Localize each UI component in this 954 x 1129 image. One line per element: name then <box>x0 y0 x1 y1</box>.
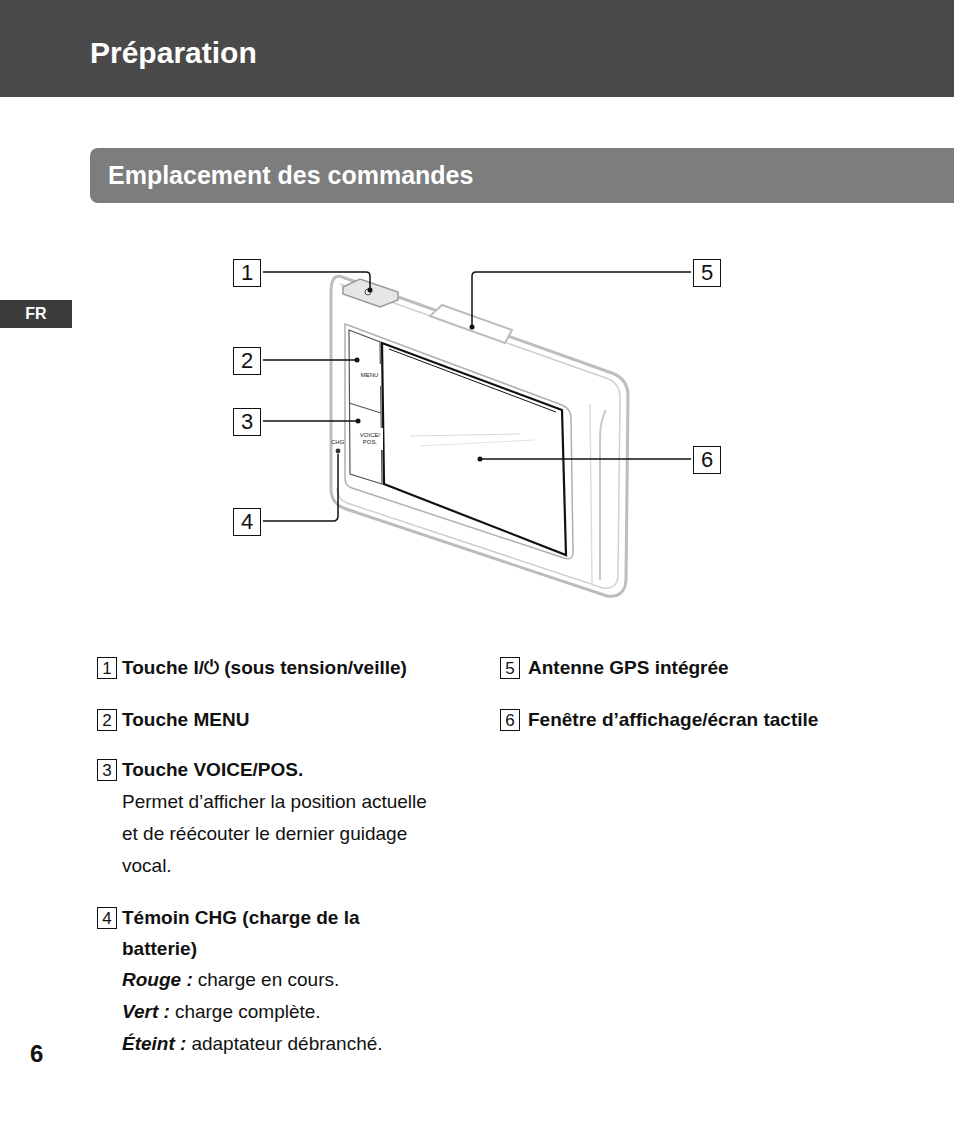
status-text: adaptateur débranché. <box>191 1033 382 1054</box>
node-text: MENU <box>361 372 379 379</box>
status-key: Éteint : <box>122 1033 186 1054</box>
device-edge <box>337 284 620 588</box>
status-row: Vert :charge complète. <box>122 996 321 1028</box>
leader-line <box>481 458 691 460</box>
callout-digit: 4 <box>241 511 253 533</box>
callout-number: 4 <box>233 508 261 536</box>
callout-digit: 2 <box>241 350 253 372</box>
item-number: 5 <box>500 657 520 679</box>
gps-antenna <box>430 305 512 343</box>
bezel <box>345 324 573 559</box>
callout-digit: 5 <box>505 660 514 677</box>
callout-digit: 5 <box>701 262 713 284</box>
callout-number: 2 <box>233 347 261 375</box>
status-text: charge complète. <box>175 1001 321 1022</box>
chg-led <box>336 449 341 454</box>
node-text: Emplacement des commandes <box>108 161 473 190</box>
touch-screen <box>382 343 566 555</box>
node-text: FR <box>25 305 46 323</box>
device-body <box>331 276 628 596</box>
leader-line <box>263 359 356 361</box>
item-heading: Fenêtre d’affichage/écran tactile <box>528 704 928 735</box>
item-number: 3 <box>97 759 117 781</box>
leader-line <box>472 272 691 326</box>
leader-line <box>263 420 357 422</box>
callout-digit: 3 <box>102 762 111 779</box>
section-band: Emplacement des commandes <box>90 148 954 203</box>
language-tab: FR <box>0 300 72 328</box>
page-number: 6 <box>30 1040 60 1068</box>
leader-line <box>263 272 370 289</box>
leader-lines <box>263 272 691 521</box>
callout-digit: 2 <box>102 712 111 729</box>
leader-dot <box>478 457 483 462</box>
item-heading: Touche MENU <box>122 704 452 735</box>
side-groove <box>600 410 606 580</box>
button-strip <box>349 330 382 484</box>
indicator-label: CHG <box>331 439 345 445</box>
item-description: Permet d’afficher la position actuelle e… <box>122 786 447 882</box>
item-heading: Touche I/⏻ (sous tension/veille) <box>122 652 462 683</box>
item-heading: Antenne GPS intégrée <box>528 652 908 683</box>
node-text: Préparation <box>90 36 257 70</box>
screen-reflection <box>420 440 535 446</box>
menu-button-label: MENU <box>359 364 381 386</box>
callout-digit: 1 <box>241 262 253 284</box>
item-heading: Touche VOICE/POS. <box>122 754 452 785</box>
leader-dot <box>356 419 361 424</box>
status-key: Rouge : <box>122 969 193 990</box>
callout-number: 5 <box>693 259 721 287</box>
callout-digit: 3 <box>241 411 253 433</box>
status-row: Éteint :adaptateur débranché. <box>122 1028 383 1060</box>
side-line <box>590 404 592 585</box>
status-row: Rouge :charge en cours. <box>122 964 339 996</box>
item-number: 1 <box>97 657 117 679</box>
callout-number: 6 <box>693 446 721 474</box>
item-number: 2 <box>97 709 117 731</box>
header-band: Préparation <box>0 0 954 97</box>
callout-number: 1 <box>233 259 261 287</box>
callout-digit: 1 <box>102 660 111 677</box>
leader-dots <box>355 288 483 462</box>
button-divider <box>349 403 381 413</box>
item-number: 4 <box>97 907 117 929</box>
screen-reflection <box>410 434 520 436</box>
callout-digit: 6 <box>505 712 514 729</box>
status-key: Vert : <box>122 1001 170 1022</box>
callout-digit: 6 <box>701 449 713 471</box>
status-text: charge en cours. <box>198 969 340 990</box>
voice-button-label: VOICE/ POS. <box>358 428 383 450</box>
item-heading: Témoin CHG (charge de la batterie) <box>122 902 412 964</box>
item-number: 6 <box>500 709 520 731</box>
leader-dot <box>470 325 475 330</box>
callout-digit: 4 <box>102 910 111 927</box>
callout-number: 3 <box>233 408 261 436</box>
leader-dot <box>368 288 373 293</box>
leader-dot <box>355 358 360 363</box>
leader-line <box>263 454 338 521</box>
node-text: VOICE/ POS. <box>358 432 383 445</box>
screen-edge <box>389 349 556 412</box>
